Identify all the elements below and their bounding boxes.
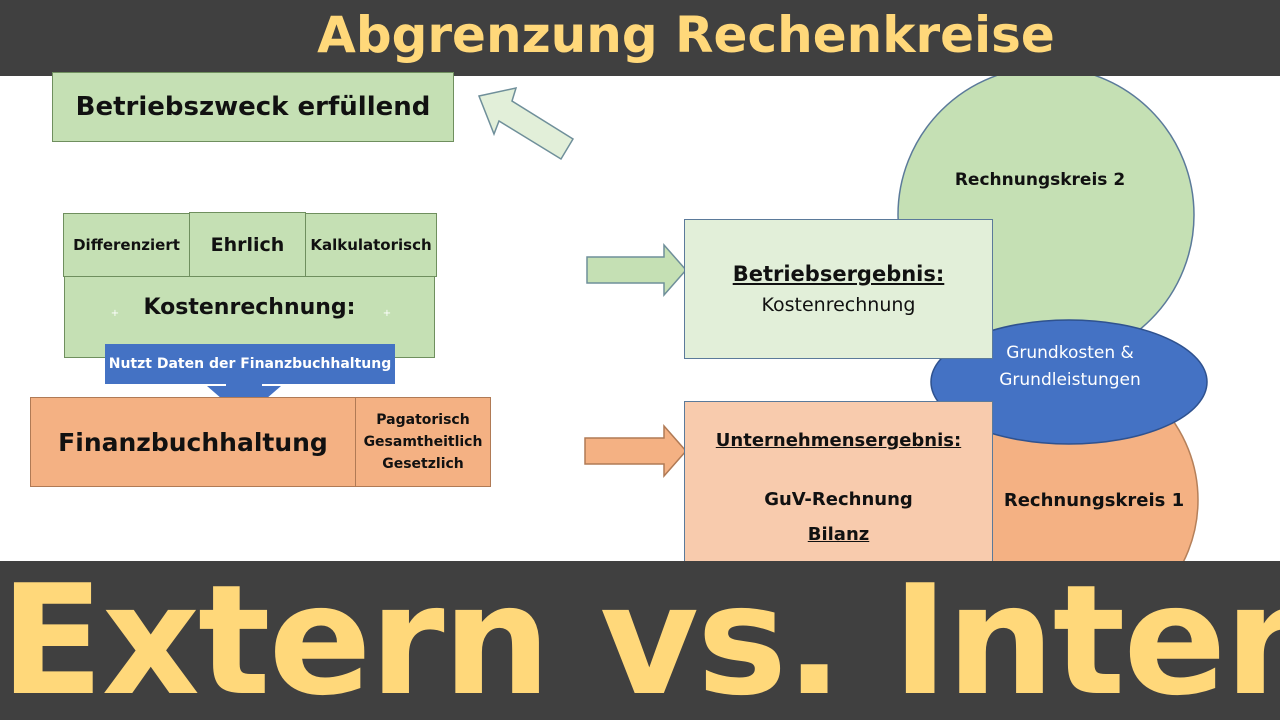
guv-label: GuV-Rechnung xyxy=(764,489,913,510)
prop-gesamtheitlich: Gesamtheitlich xyxy=(363,434,483,450)
betriebsergebnis-heading: Betriebsergebnis: xyxy=(732,262,945,286)
nutzt-daten-banner: Nutzt Daten der Finanzbuchhaltung xyxy=(105,344,395,384)
footer-title: Extern vs. Intern xyxy=(0,561,1280,720)
fibu-properties-box: Pagatorisch Gesamtheitlich Gesetzlich xyxy=(355,397,491,487)
finanzbuchhaltung-box: Finanzbuchhaltung xyxy=(30,397,356,487)
bilanz-label: Bilanz xyxy=(807,524,870,545)
unternehmensergebnis-box: Unternehmensergebnis: GuV-Rechnung Bilan… xyxy=(684,401,993,563)
arrow-right-green xyxy=(586,243,687,297)
grundkosten-ellipse xyxy=(930,319,1208,445)
grundkosten-line-1: Grundkosten & xyxy=(1006,343,1134,363)
prop-pagatorisch: Pagatorisch xyxy=(376,412,470,428)
arrow-up-left xyxy=(477,86,575,161)
betriebszweck-box: Betriebszweck erfüllend xyxy=(52,72,454,142)
criterion-differenziert: Differenziert xyxy=(63,213,190,277)
page-title: Abgrenzung Rechenkreise xyxy=(317,6,1055,64)
criterion-kalkulatorisch: Kalkulatorisch xyxy=(305,213,437,277)
plus-sign-left: + xyxy=(110,308,120,319)
prop-gesetzlich: Gesetzlich xyxy=(382,456,464,472)
plus-sign-right: + xyxy=(382,308,392,319)
footer-bar: Extern vs. Intern xyxy=(0,561,1280,720)
betriebsergebnis-box: Betriebsergebnis: Kostenrechnung xyxy=(684,219,993,359)
rechnungskreis-2-label: Rechnungskreis 2 xyxy=(954,170,1126,190)
grundkosten-line-2: Grundleistungen xyxy=(999,370,1141,390)
header-bar: Abgrenzung Rechenkreise xyxy=(0,0,1280,76)
grundkosten-label: Grundkosten & Grundleistungen xyxy=(940,340,1200,394)
criterion-ehrlich: Ehrlich xyxy=(189,212,306,277)
unternehmensergebnis-heading: Unternehmensergebnis: xyxy=(715,430,962,451)
rechnungskreis-1-label: Rechnungskreis 1 xyxy=(1003,490,1185,511)
betriebsergebnis-sub: Kostenrechnung xyxy=(761,294,916,316)
arrow-right-orange xyxy=(584,424,687,478)
